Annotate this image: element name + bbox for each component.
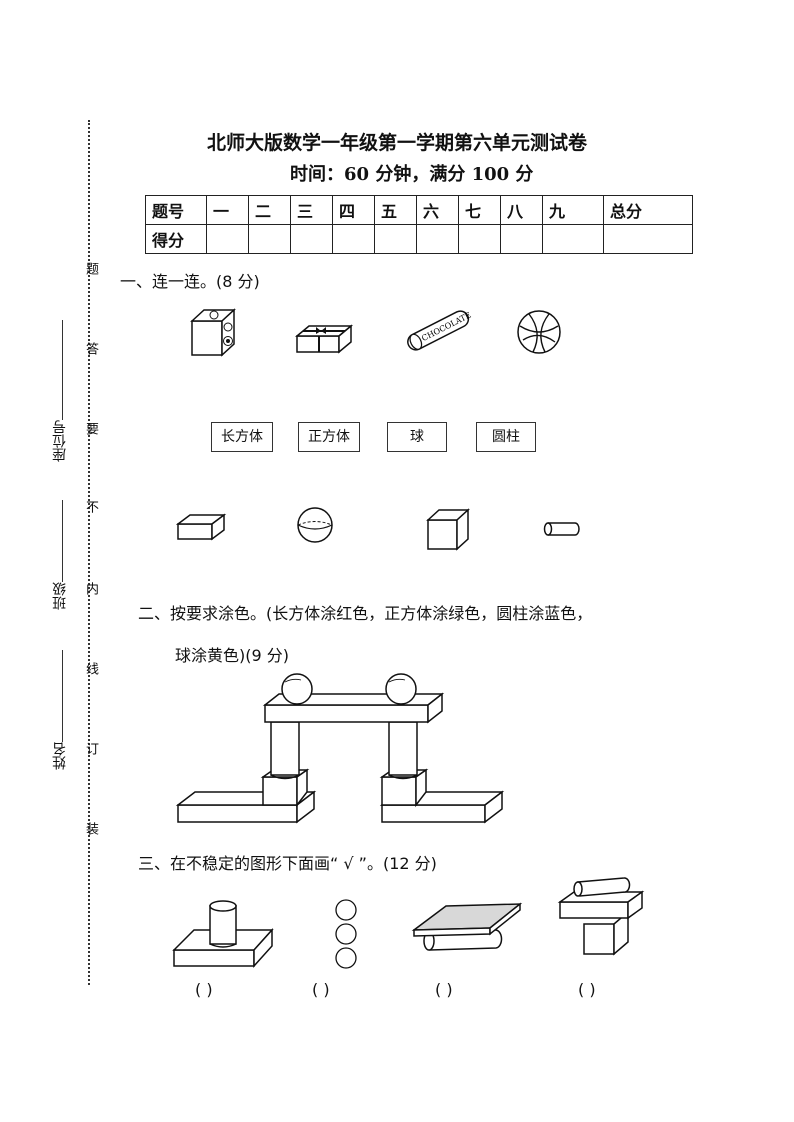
score-cell-input[interactable]	[290, 224, 333, 254]
margin-char-ding: 订	[83, 742, 98, 755]
stacked-balls-picture	[335, 899, 357, 969]
exam-subtitle: 时间：60 分钟，满分 100 分	[290, 164, 534, 185]
gift-box-picture	[295, 324, 354, 354]
seat-number-line	[62, 320, 63, 420]
q2-line2: 球涂黄色)(9 分)	[175, 646, 289, 665]
q1-heading: 一、连一连。(8 分)	[120, 272, 260, 291]
cuboid-shape	[176, 513, 227, 541]
score-cell-header: 九	[542, 195, 604, 225]
sphere-shape	[297, 507, 333, 543]
answer-paren-4[interactable]: ( )	[578, 980, 596, 999]
score-cell-input[interactable]	[603, 224, 693, 254]
score-cell-header: 四	[332, 195, 375, 225]
name-line	[62, 650, 63, 742]
score-cell-header: 八	[500, 195, 543, 225]
score-cell-input[interactable]	[416, 224, 459, 254]
name-label: 姓名	[52, 742, 68, 770]
speaker-cube-picture	[190, 308, 236, 357]
seat-number-label: 座位号	[52, 420, 68, 462]
score-cell-header: 三	[290, 195, 333, 225]
binding-dotted-line	[88, 120, 90, 985]
score-cell-header: 一	[206, 195, 249, 225]
score-cell-header: 题号	[145, 195, 207, 225]
score-cell-header: 五	[374, 195, 417, 225]
score-cell-label: 得分	[145, 224, 207, 254]
class-label: 班级	[52, 582, 68, 610]
score-cell-input[interactable]	[248, 224, 291, 254]
score-table: 题号 一 二 三 四 五 六 七 八 九 总分 得分	[145, 195, 693, 254]
margin-char-bu: 不	[83, 500, 98, 513]
word-box-cube: 正方体	[298, 422, 360, 452]
q3-heading: 三、在不稳定的图形下面画“ √ ”。(12 分)	[138, 854, 437, 873]
margin-char-zhuang: 装	[83, 822, 98, 835]
class-line	[62, 500, 63, 582]
cube-shape	[426, 508, 470, 551]
margin-char-yao: 要	[83, 422, 98, 435]
block-arch-picture	[175, 673, 505, 824]
margin-char-da: 答	[83, 342, 98, 355]
word-box-sphere: 球	[387, 422, 447, 452]
score-cell-input[interactable]	[332, 224, 375, 254]
cylinder-on-plank-picture	[557, 877, 645, 956]
score-table-header-row: 题号 一 二 三 四 五 六 七 八 九 总分	[145, 195, 693, 225]
score-cell-input[interactable]	[374, 224, 417, 254]
stable-cylinder-on-slab-picture	[172, 900, 274, 968]
cylinder-shape	[543, 522, 580, 536]
score-cell-header: 总分	[603, 195, 693, 225]
q2-line1: 二、按要求涂色。(长方体涂红色，正方体涂绿色，圆柱涂蓝色，	[138, 604, 593, 623]
answer-paren-1[interactable]: ( )	[195, 980, 213, 999]
answer-paren-2[interactable]: ( )	[312, 980, 330, 999]
exam-title: 北师大版数学一年级第一学期第六单元测试卷	[206, 132, 587, 154]
basketball-picture	[517, 310, 561, 354]
margin-char-nei: 内	[83, 582, 98, 595]
answer-paren-3[interactable]: ( )	[435, 980, 453, 999]
score-cell-input[interactable]	[542, 224, 604, 254]
margin-char-ti: 题	[83, 262, 98, 275]
score-cell-header: 二	[248, 195, 291, 225]
score-cell-input[interactable]	[500, 224, 543, 254]
margin-char-xian: 线	[83, 662, 98, 675]
score-cell-header: 七	[458, 195, 501, 225]
word-box-cylinder: 圆柱	[476, 422, 536, 452]
score-cell-input[interactable]	[206, 224, 249, 254]
score-table-score-row: 得分	[145, 224, 693, 254]
board-on-cylinder-picture	[411, 902, 523, 951]
chocolate-bar-picture: CHOCOLATE	[407, 310, 473, 351]
score-cell-header: 六	[416, 195, 459, 225]
score-cell-input[interactable]	[458, 224, 501, 254]
word-box-cuboid: 长方体	[211, 422, 273, 452]
